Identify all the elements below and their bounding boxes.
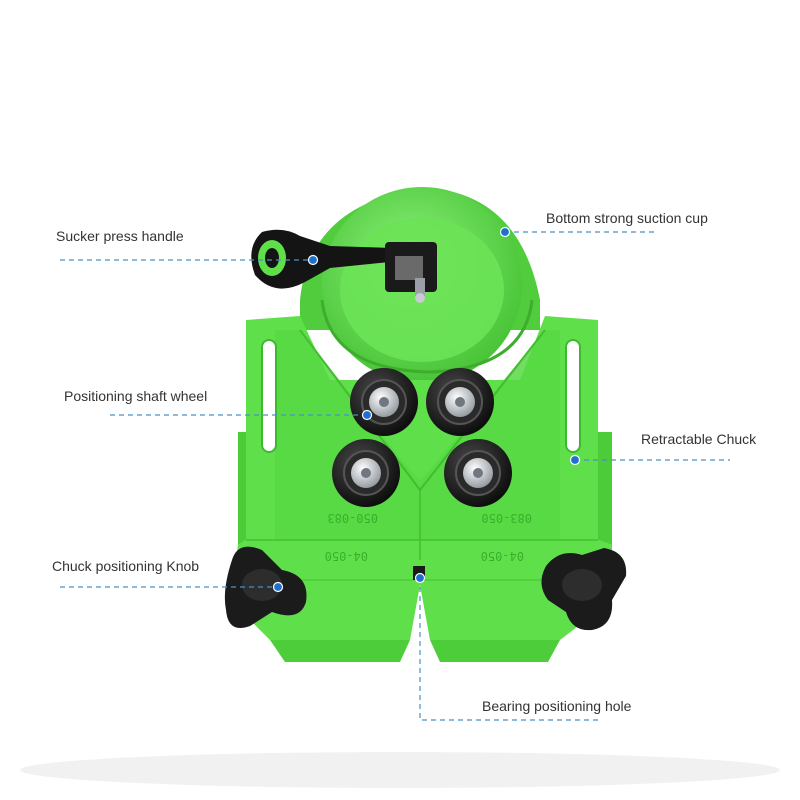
scale-mark-lower-left: 04-050 <box>325 549 368 563</box>
dot-shaft-wheel <box>361 409 373 421</box>
bearing-bottom-right <box>444 439 512 507</box>
dot-sucker-handle <box>307 254 319 266</box>
dot-retract-chuck <box>569 454 581 466</box>
bearing-bottom-left <box>332 439 400 507</box>
ground-shadow <box>20 752 780 788</box>
bearing-top-left <box>350 368 418 436</box>
dot-suction-cup <box>499 226 511 238</box>
dot-chuck-knob <box>272 581 284 593</box>
callout-suction-cup: Bottom strong suction cup <box>546 210 708 226</box>
leader-bearing-hole <box>419 578 600 721</box>
scale-mark-lower-right: 04-050 <box>481 549 524 563</box>
callout-shaft-wheel: Positioning shaft wheel <box>64 388 208 404</box>
bearing-top-right <box>426 368 494 436</box>
dot-bearing-hole <box>414 572 426 584</box>
callout-retract-chuck: Retractable Chuck <box>641 431 757 447</box>
chuck-knob-right <box>541 548 627 631</box>
scale-mark-upper-left: 050-083 <box>327 511 378 525</box>
callout-chuck-knob: Chuck positioning Knob <box>52 558 200 574</box>
sucker-handle <box>251 229 437 303</box>
scale-mark-upper-right: 083-050 <box>481 511 532 525</box>
callout-sucker-handle: Sucker press handle <box>56 228 184 244</box>
chuck-knob-left <box>224 546 307 628</box>
callout-bearing-hole: Bearing positioning hole <box>482 698 632 714</box>
